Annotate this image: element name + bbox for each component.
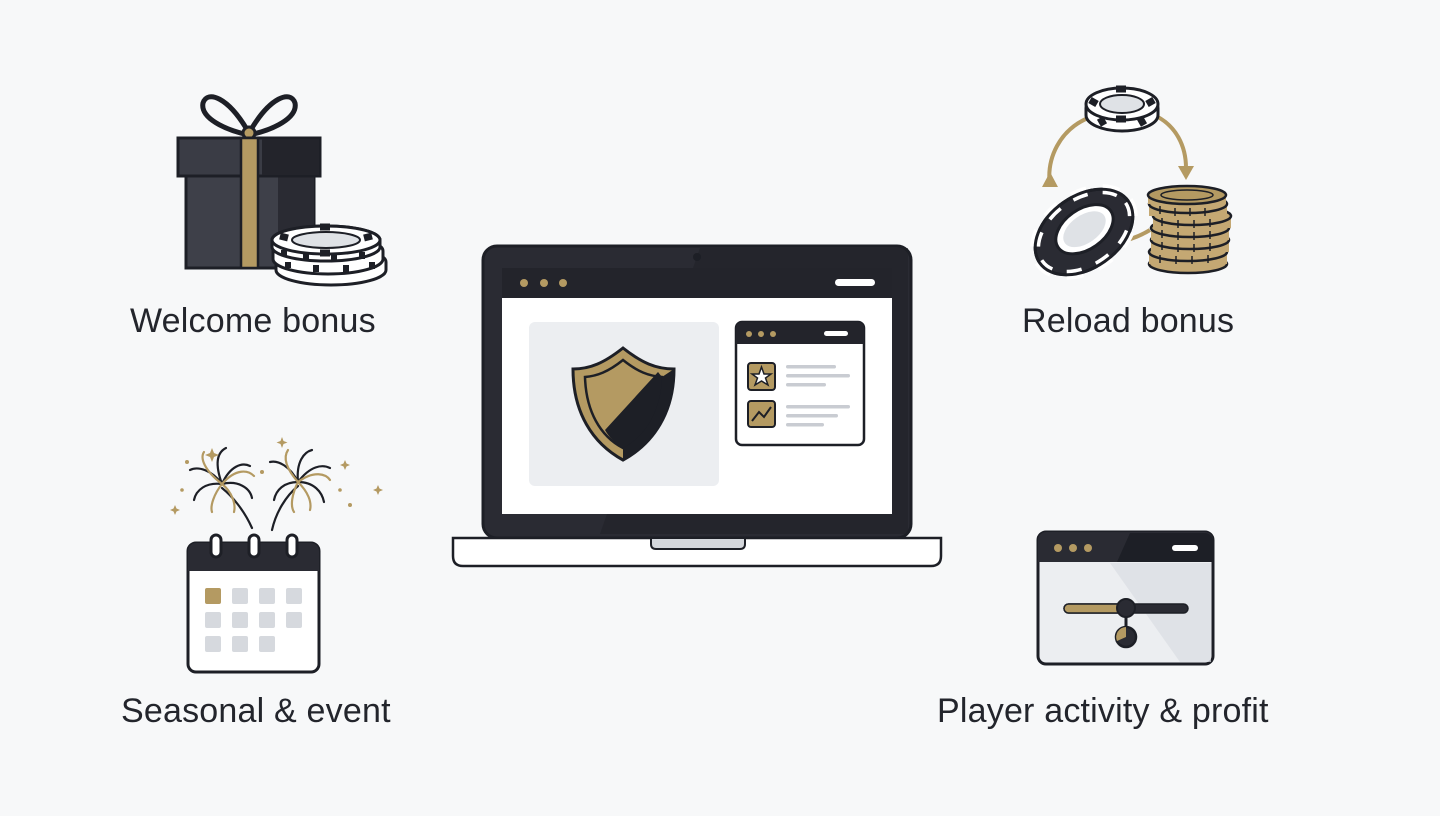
browser-slider-icon xyxy=(1036,530,1215,666)
poker-chip-icon xyxy=(1084,85,1160,133)
chips-and-coins-cycle-icon xyxy=(1030,85,1233,280)
reload-bonus-label: Reload bonus xyxy=(1022,302,1235,340)
shield-icon xyxy=(571,346,676,462)
player-activity-profit-label: Player activity & profit xyxy=(937,692,1269,730)
poker-chips-icon xyxy=(270,223,388,287)
mini-window-icon xyxy=(734,320,866,447)
gift-box-with-chips-icon xyxy=(176,94,388,287)
gold-coins-stack-icon xyxy=(1146,184,1233,275)
poker-chip-icon xyxy=(1030,184,1138,280)
seasonal-event-label: Seasonal & event xyxy=(121,692,391,730)
slider-icon xyxy=(1063,598,1189,649)
laptop-shield-icon xyxy=(451,244,943,568)
welcome-bonus-label: Welcome bonus xyxy=(130,302,376,340)
calendar-fireworks-icon xyxy=(170,437,383,674)
